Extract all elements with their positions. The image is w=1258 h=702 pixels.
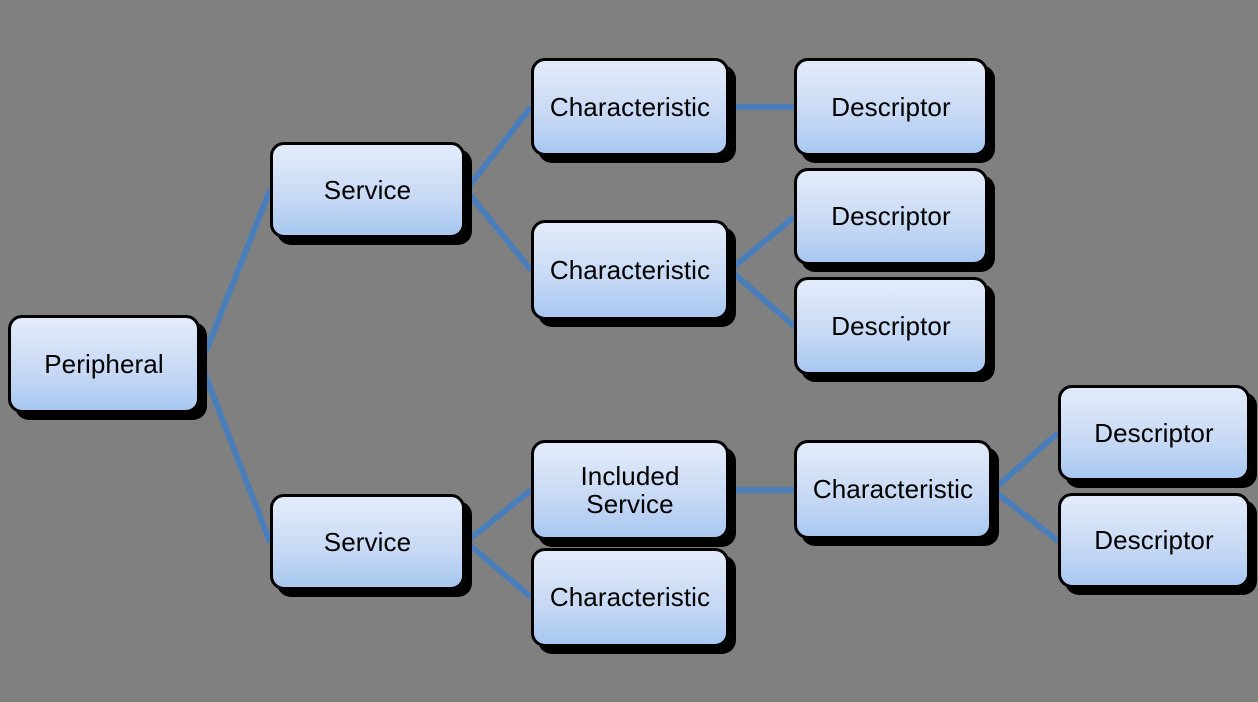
edge-peripheral-service-2 [198,362,273,544]
node-label-included-service: Included Service [580,460,680,519]
node-descriptor-4[interactable]: Descriptor [1058,385,1250,481]
node-service-2[interactable]: Service [270,494,465,590]
node-label-characteristic-4: Characteristic [812,474,974,505]
node-label-descriptor-5: Descriptor [1094,525,1214,556]
edge-service-1-characteristic-1 [463,105,534,192]
node-descriptor-2[interactable]: Descriptor [794,168,988,265]
edge-service-2-characteristic-3 [464,539,533,600]
node-descriptor-3[interactable]: Descriptor [794,277,988,375]
edge-characteristic-2-descriptor-2 [728,214,796,273]
node-characteristic-4[interactable]: Characteristic [794,440,992,539]
node-characteristic-3[interactable]: Characteristic [531,548,729,647]
node-label-peripheral: Peripheral [44,348,164,379]
node-label-descriptor-4: Descriptor [1094,417,1214,448]
node-label-characteristic-3: Characteristic [549,582,711,613]
node-characteristic-2[interactable]: Characteristic [531,220,729,320]
node-label-descriptor-3: Descriptor [831,310,951,341]
node-descriptor-5[interactable]: Descriptor [1058,493,1250,588]
node-label-descriptor-1: Descriptor [831,91,951,122]
node-label-characteristic-2: Characteristic [549,254,711,285]
edge-characteristic-2-descriptor-3 [728,267,796,329]
node-descriptor-1[interactable]: Descriptor [794,58,988,156]
node-characteristic-1[interactable]: Characteristic [531,58,729,156]
node-included-service[interactable]: Included Service [531,440,729,540]
edge-service-1-characteristic-2 [463,188,534,272]
edge-peripheral-service-1 [198,188,273,366]
edge-service-2-included-service [464,487,533,545]
node-service-1[interactable]: Service [270,142,465,238]
node-label-characteristic-1: Characteristic [549,91,711,122]
edge-characteristic-4-descriptor-5 [991,487,1060,544]
node-label-service-1: Service [323,174,412,205]
node-label-service-2: Service [323,526,412,557]
node-label-descriptor-2: Descriptor [831,201,951,232]
node-peripheral[interactable]: Peripheral [8,315,200,413]
edge-characteristic-4-descriptor-4 [991,430,1060,493]
